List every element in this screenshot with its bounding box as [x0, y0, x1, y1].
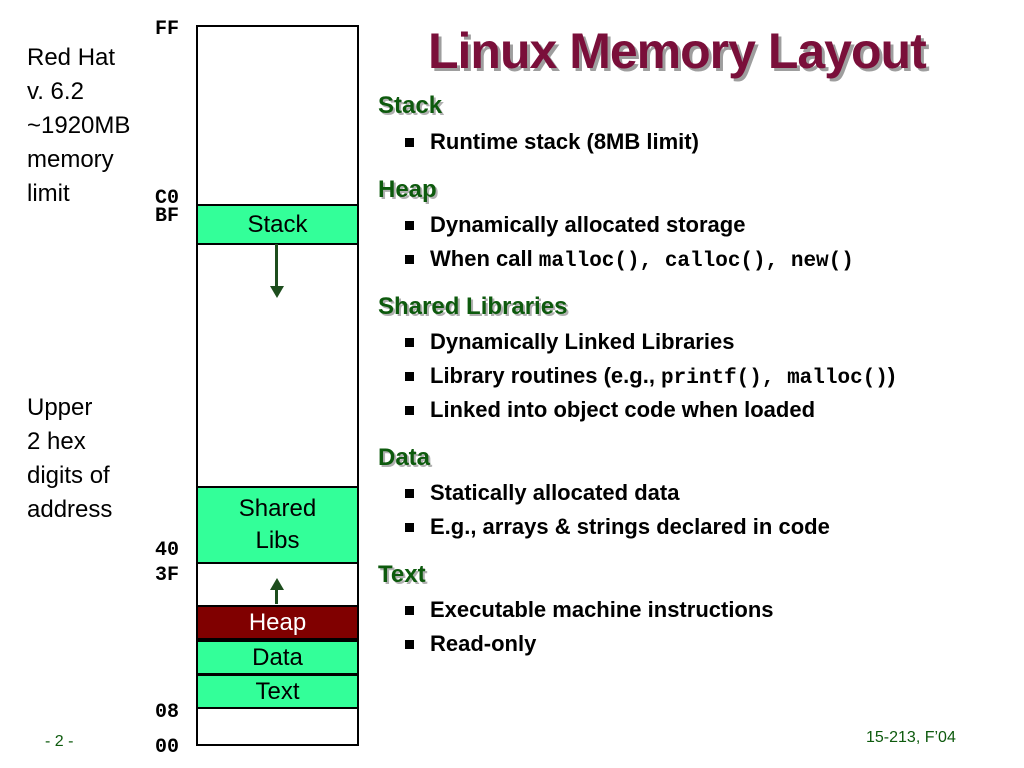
bullet-text-prefix: When call — [430, 246, 539, 271]
bullet-text-prefix: Library routines (e.g., — [430, 363, 662, 388]
heap-growth-arrow — [270, 578, 284, 604]
bullet-square-icon — [405, 522, 414, 532]
bullet-square-icon — [405, 372, 414, 381]
note-line: address — [27, 496, 113, 523]
address-note: Upper 2 hex digits of address — [27, 391, 112, 527]
bullet-item: Read-only — [405, 631, 536, 657]
note-line: v. 6.2 — [27, 78, 84, 105]
bullet-item: When call malloc(), calloc(), new() — [405, 246, 854, 273]
bullet-item: Dynamically Linked Libraries — [405, 329, 734, 355]
bullet-text: Runtime stack (8MB limit) — [430, 129, 699, 154]
heap-segment-label: Heap — [248, 608, 307, 636]
stack-growth-arrow — [270, 244, 284, 298]
bullet-item: Library routines (e.g., printf(), malloc… — [405, 363, 895, 390]
arrow-down-icon — [270, 286, 284, 298]
data-segment-label: Data — [252, 643, 303, 671]
page-number: - 2 - — [45, 733, 74, 750]
shared-libs-label: Shared Libs — [239, 493, 316, 557]
note-line: Red Hat — [27, 44, 116, 71]
bullet-square-icon — [405, 255, 414, 264]
bullet-square-icon — [405, 639, 414, 649]
hex-label-ff: FF — [155, 18, 180, 41]
shared-libs-label-line: Libs — [255, 527, 300, 554]
shared-libs-segment: Shared Libs — [196, 486, 359, 564]
slide-title: Linux Memory Layout — [428, 23, 927, 79]
shared-libs-label-line: Shared — [238, 495, 317, 522]
section-heading-heap: Heap — [378, 176, 437, 203]
hex-label-3f: 3F — [155, 564, 180, 587]
section-heading-data: Data — [378, 444, 431, 471]
platform-note: Red Hat v. 6.2 ~1920MB memory limit — [27, 41, 130, 211]
bullet-square-icon — [405, 337, 414, 347]
bullet-text: When call malloc(), calloc(), new() — [430, 246, 854, 273]
bullet-text: Statically allocated data — [430, 480, 680, 505]
note-line: Upper — [27, 394, 93, 421]
bullet-item: Executable machine instructions — [405, 597, 774, 623]
bullet-item: Statically allocated data — [405, 480, 679, 506]
text-segment-label: Text — [255, 677, 300, 705]
note-line: ~1920MB — [27, 112, 131, 139]
bullet-square-icon — [405, 137, 414, 147]
bullet-code: printf(), malloc() — [661, 367, 888, 390]
section-heading-text: Text — [378, 561, 426, 588]
section-heading-stack: Stack — [378, 92, 443, 119]
bullet-text: Read-only — [430, 631, 537, 656]
data-segment: Data — [196, 640, 359, 675]
bullet-code: malloc(), calloc(), new() — [538, 250, 854, 273]
section-heading-shared-libraries: Shared Libraries — [378, 293, 568, 320]
arrow-shaft — [275, 590, 278, 604]
hex-label-40: 40 — [155, 539, 180, 562]
hex-label-08: 08 — [155, 701, 180, 724]
stack-segment-label: Stack — [247, 210, 308, 238]
text-segment: Text — [196, 674, 359, 709]
course-label: 15-213, F’04 — [866, 729, 956, 746]
bullet-item: Runtime stack (8MB limit) — [405, 129, 699, 155]
hex-label-00: 00 — [155, 736, 180, 759]
arrow-up-icon — [270, 578, 284, 590]
bullet-square-icon — [405, 405, 414, 415]
bullet-text: Executable machine instructions — [430, 597, 774, 622]
bullet-item: Dynamically allocated storage — [405, 212, 745, 238]
bullet-item: Linked into object code when loaded — [405, 397, 815, 423]
bullet-text: Linked into object code when loaded — [430, 397, 816, 422]
stack-segment: Stack — [196, 204, 359, 245]
bullet-text: E.g., arrays & strings declared in code — [430, 514, 830, 539]
arrow-shaft — [275, 244, 278, 286]
note-line: memory — [27, 146, 114, 173]
bullet-item: E.g., arrays & strings declared in code — [405, 514, 830, 540]
hex-label-bf: BF — [155, 205, 180, 228]
heap-segment: Heap — [196, 605, 359, 640]
bullet-square-icon — [405, 488, 414, 498]
note-line: limit — [27, 180, 70, 207]
bullet-square-icon — [405, 605, 414, 615]
hex-label-c0: C0 — [155, 187, 180, 210]
note-line: digits of — [27, 462, 110, 489]
bullet-text: Dynamically allocated storage — [430, 212, 746, 237]
bullet-text: Library routines (e.g., printf(), malloc… — [430, 363, 895, 390]
bullet-text-suffix: ) — [887, 363, 896, 388]
note-line: 2 hex — [27, 428, 86, 455]
bullet-text: Dynamically Linked Libraries — [430, 329, 735, 354]
bullet-square-icon — [405, 220, 414, 230]
